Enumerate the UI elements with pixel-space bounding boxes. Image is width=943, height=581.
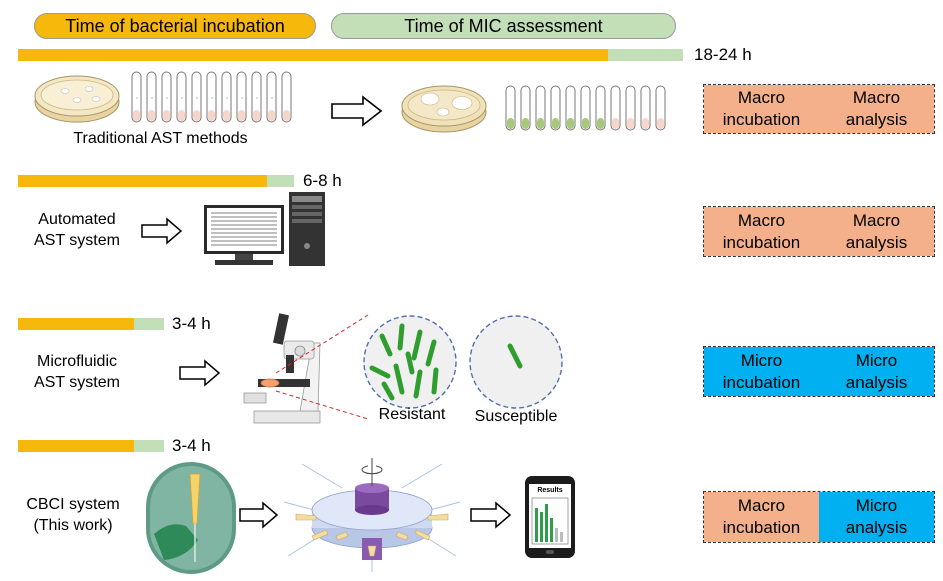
row3-process-box: Micro incubation Micro analysis bbox=[703, 346, 935, 397]
arrow-right-icon bbox=[470, 501, 512, 529]
row2-method-label: Automated AST system bbox=[34, 211, 120, 249]
row1-method-label: Traditional AST methods bbox=[73, 130, 248, 147]
row4-mic-bar bbox=[134, 440, 164, 452]
row2-mic-bar bbox=[267, 175, 294, 187]
row1-time: 18-24 h bbox=[694, 45, 752, 64]
legend-mic-assessment: Time of MIC assessment bbox=[331, 13, 676, 39]
smartphone-icon: Results bbox=[525, 476, 575, 558]
legend-incubation: Time of bacterial incubation bbox=[34, 13, 316, 39]
row2-incubation-bar bbox=[18, 175, 267, 187]
row3-time: 3-4 h bbox=[172, 314, 211, 333]
row3-box-right: Micro analysis bbox=[819, 347, 934, 396]
susceptible-label: Susceptible bbox=[474, 408, 558, 425]
row3-mic-bar bbox=[134, 318, 164, 330]
arrow-right-icon bbox=[141, 217, 183, 245]
resistant-label: Resistant bbox=[378, 406, 446, 423]
row2-box-left: Macro incubation bbox=[704, 207, 819, 256]
row4-time: 3-4 h bbox=[172, 436, 211, 455]
computer-icon bbox=[204, 192, 325, 266]
row4-box-left: Macro incubation bbox=[704, 492, 819, 542]
row1-incubation-bar bbox=[18, 49, 608, 61]
cbci-photo bbox=[146, 462, 236, 574]
centrifuge-disc-icon bbox=[283, 458, 461, 572]
row1-mic-bar bbox=[608, 49, 683, 61]
microscope-icon bbox=[243, 313, 321, 424]
phone-screen-title: Results bbox=[537, 487, 563, 494]
susceptible-bacteria-icon bbox=[469, 315, 563, 409]
arrow-right-icon bbox=[239, 501, 279, 529]
row2-process-box: Macro incubation Macro analysis bbox=[703, 206, 935, 257]
test-tubes-row1-icon bbox=[131, 71, 292, 123]
phone-home-button bbox=[546, 550, 554, 554]
resistant-bacteria-icon bbox=[363, 315, 457, 409]
row3-incubation-bar bbox=[18, 318, 134, 330]
incubated-petri-dish-icon bbox=[401, 85, 487, 133]
row3-method-label: Microfluidic AST system bbox=[34, 353, 120, 391]
petri-dish-icon bbox=[34, 75, 120, 123]
row1-box-right: Macro analysis bbox=[819, 85, 934, 133]
zoom-lines bbox=[275, 314, 369, 420]
row4-box-right: Micro analysis bbox=[819, 492, 934, 542]
row4-incubation-bar bbox=[18, 440, 134, 452]
row1-process-box: Macro incubation Macro analysis bbox=[703, 84, 935, 134]
test-tubes-row1-result-icon bbox=[505, 85, 666, 131]
arrow-right-icon bbox=[331, 95, 383, 127]
row4-process-box: Macro incubation Micro analysis bbox=[703, 491, 935, 543]
row3-box-left: Micro incubation bbox=[704, 347, 819, 396]
row1-box-left: Macro incubation bbox=[704, 85, 819, 133]
phone-screen: Results bbox=[529, 484, 571, 548]
row2-box-right: Macro analysis bbox=[819, 207, 934, 256]
arrow-right-icon bbox=[179, 359, 221, 387]
row4-method-label: CBCI system (This work) bbox=[26, 496, 120, 534]
row2-time: 6-8 h bbox=[303, 171, 342, 190]
bar-result-graphic bbox=[531, 497, 569, 545]
